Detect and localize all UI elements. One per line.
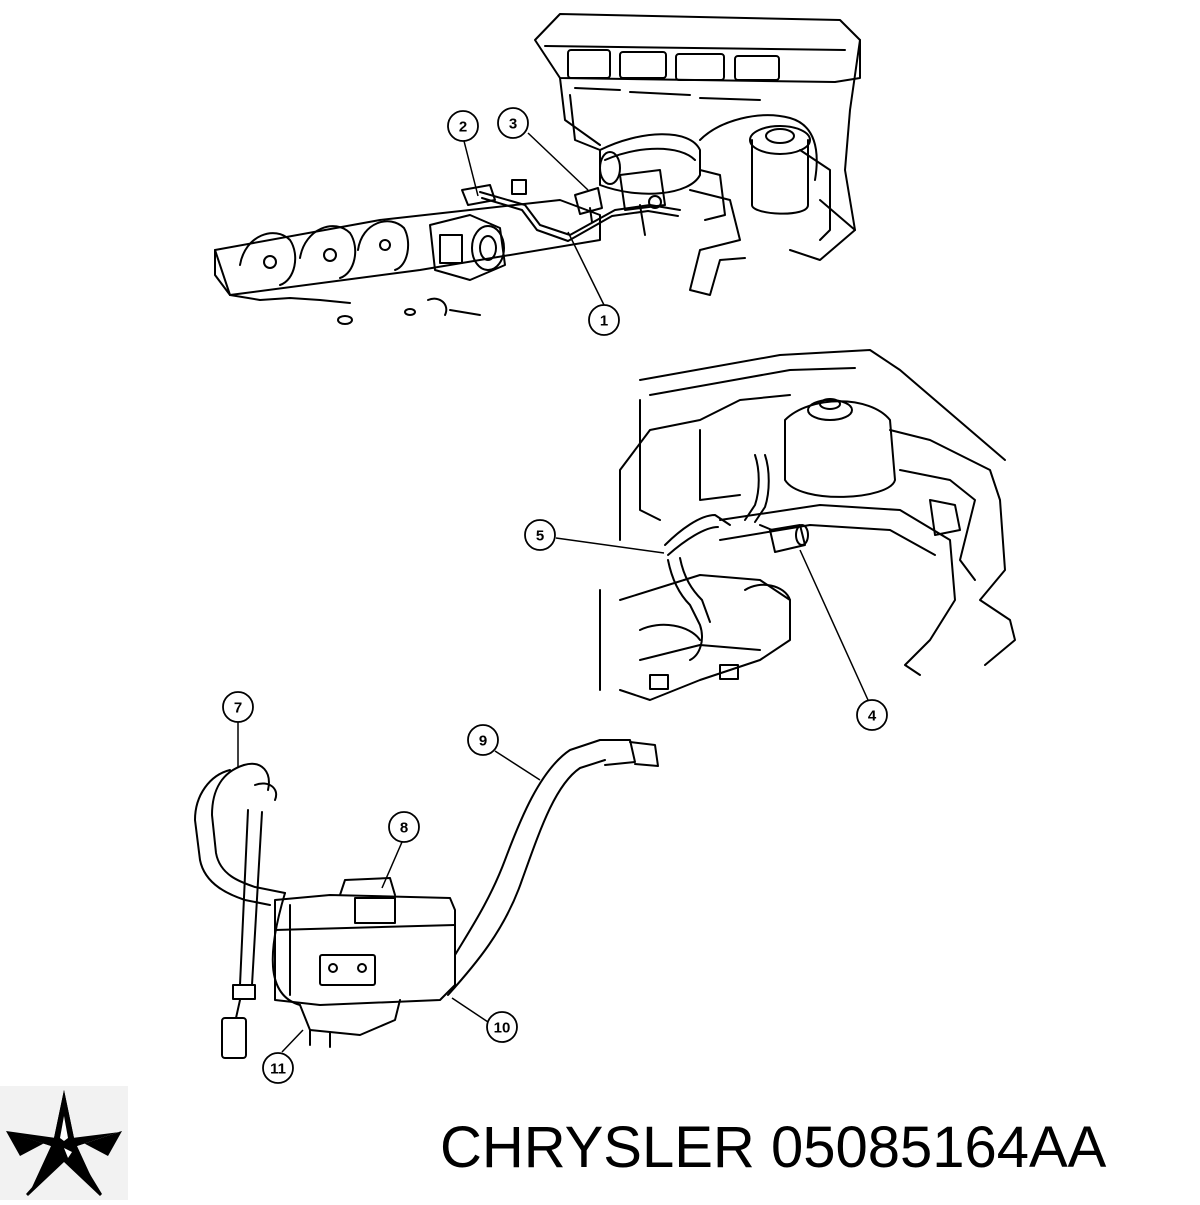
callout-11-label: 11 — [270, 1061, 286, 1078]
callouts: 1 2 3 4 5 7 8 9 — [222, 107, 888, 1084]
component-illustration — [194, 739, 659, 1059]
callout-3-label: 3 — [509, 116, 517, 133]
callout-8-label: 8 — [400, 820, 408, 837]
callout-9-label: 9 — [479, 733, 487, 750]
callout-7: 7 — [222, 691, 254, 723]
callout-11: 11 — [262, 1052, 294, 1084]
callout-10: 10 — [486, 1011, 518, 1043]
callout-8: 8 — [388, 811, 420, 843]
callout-1-label: 1 — [600, 313, 608, 330]
callout-2-label: 2 — [459, 119, 467, 136]
callout-4-label: 4 — [868, 708, 877, 725]
part-caption: CHRYSLER 05085164AA — [440, 1108, 1190, 1188]
callout-1: 1 — [588, 304, 620, 336]
callout-5-label: 5 — [536, 528, 544, 545]
callout-4: 4 — [856, 699, 888, 731]
callout-10-label: 10 — [494, 1020, 511, 1037]
brand-name: CHRYSLER — [440, 1115, 755, 1180]
front-frame-illustration — [599, 349, 1016, 701]
part-number: 05085164AA — [770, 1115, 1107, 1180]
callout-3: 3 — [497, 107, 529, 139]
leader-lines — [237, 132, 869, 1053]
callout-5: 5 — [524, 519, 556, 551]
callout-7-label: 7 — [234, 700, 242, 717]
chrysler-pentastar-icon — [0, 1086, 128, 1200]
callout-9: 9 — [467, 724, 499, 756]
engine-bay-illustration — [214, 13, 861, 325]
callout-2: 2 — [447, 110, 479, 142]
